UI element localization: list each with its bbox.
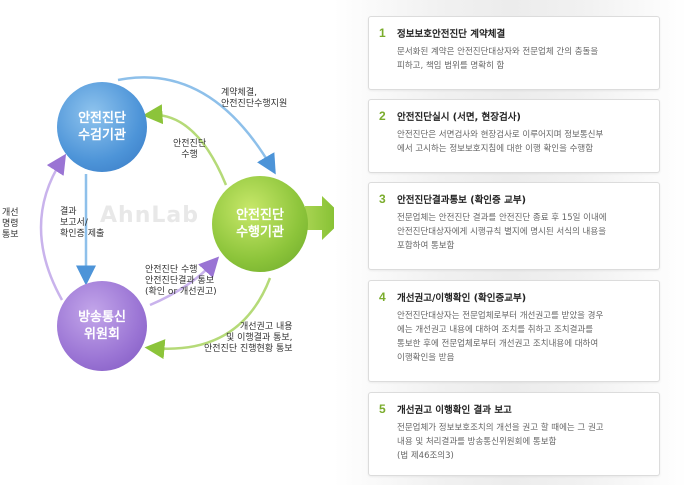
step-description: 안전진단은 서면검사와 현장검사로 이루어지며 정보통신부 에서 고시하는 정보… <box>397 130 604 154</box>
step-card-3: 3 안전진단결과통보 (확인증 교부) 전문업체는 안전진단 결과를 안전진단 … <box>368 182 660 270</box>
label-contract: 계약체결, 안전진단수행지원 <box>221 88 288 109</box>
arrow-agency-notice <box>149 256 220 307</box>
step-title: 정보보호안전진단 계약체결 <box>397 29 506 40</box>
node-agency: 안전진단 수행기관 <box>212 176 308 272</box>
node-inspector: 안전진단 수검기관 <box>57 82 147 172</box>
diagram-arrows <box>39 76 340 360</box>
label-improve-order: 개선 명령 통보 <box>2 208 19 240</box>
step-description: 문서화된 계약은 안전진단대상자와 전문업체 간의 충돌을 피하고, 책임 범위… <box>397 47 599 71</box>
step-number: 3 <box>379 192 386 206</box>
node-commission: 방송통신 위원회 <box>57 281 147 371</box>
label-diagnosis: 안전진단 수행 <box>173 139 207 160</box>
step-card-4: 4 개선권고/이행확인 (확인증교부) 안전진단대상자는 전문업체로부터 개선권… <box>368 280 660 382</box>
step-title: 개선권고/이행확인 (확인증교부) <box>397 293 527 304</box>
step-description: 전문업체가 정보보호조치의 개선을 권고 할 때에는 그 권고 내용 및 처리결… <box>397 423 604 461</box>
watermark: AhnLab <box>100 203 199 228</box>
step-card-5: 5 개선권고 이행확인 결과 보고 전문업체가 정보보호조치의 개선을 권고 할… <box>368 392 660 476</box>
arrow-diagnosis <box>142 104 228 186</box>
step-number: 5 <box>379 402 386 416</box>
step-number: 2 <box>379 109 386 123</box>
step-number: 4 <box>379 290 386 304</box>
label-result-report: 결과 보고서/ 확인증 제출 <box>60 207 105 239</box>
step-title: 안전진단결과통보 (확인증 교부) <box>397 195 526 206</box>
step-description: 전문업체는 안전진단 결과를 안전진단 종료 후 15일 이내에 안전진단대상자… <box>397 213 607 251</box>
process-diagram: AhnLab 안전진단 수검기관 안전진단 수행기관 방송통신 위원회 계약체결… <box>0 0 340 485</box>
label-improve-notice: 개선권고 내용 및 이행결과 통보, 안전진단 진행현황 통보 <box>204 322 293 354</box>
arrow-contract <box>117 76 276 175</box>
step-card-1: 1 정보보호안전진단 계약체결 문서화된 계약은 안전진단대상자와 전문업체 간… <box>368 16 660 90</box>
steps-panel: 1 정보보호안전진단 계약체결 문서화된 계약은 안전진단대상자와 전문업체 간… <box>334 0 687 485</box>
big-arrow-icon <box>305 196 340 240</box>
step-number: 1 <box>379 26 386 40</box>
arrow-improve-notice <box>144 277 272 360</box>
step-title: 개선권고 이행확인 결과 보고 <box>397 405 512 416</box>
label-agency-notice: 안전진단 수행 안전진단결과 통보 (확인 or 개선권고) <box>145 265 217 297</box>
step-title: 안전진단실시 (서면, 현장검사) <box>397 112 521 123</box>
arrow-improve-order <box>39 153 67 301</box>
step-description: 안전진단대상자는 전문업체로부터 개선권고를 받았을 경우 에는 개선권고 내용… <box>397 311 604 363</box>
step-card-2: 2 안전진단실시 (서면, 현장검사) 안전진단은 서면검사와 현장검사로 이루… <box>368 99 660 173</box>
